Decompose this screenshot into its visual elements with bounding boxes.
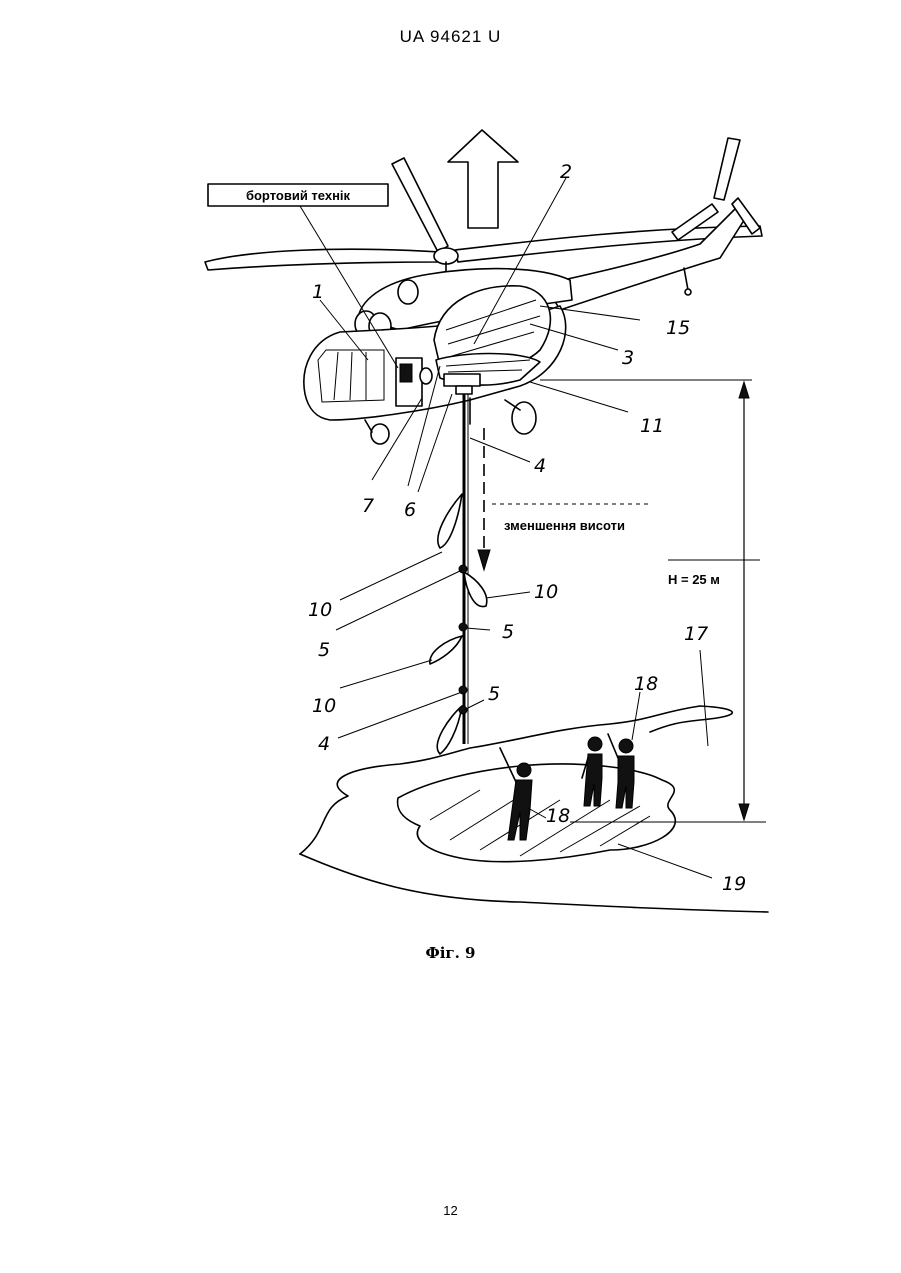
label-4-lower: 4 bbox=[318, 733, 330, 755]
survivor-3 bbox=[608, 734, 634, 808]
label-18-top: 18 bbox=[634, 673, 658, 695]
height-label: H = 25 м bbox=[668, 572, 720, 587]
label-17: 17 bbox=[684, 623, 708, 645]
figure-caption: Фіг. 9 bbox=[0, 944, 901, 962]
label-10-top: 10 bbox=[308, 599, 332, 621]
up-arrow bbox=[448, 130, 518, 228]
label-6: 6 bbox=[404, 499, 416, 521]
descent-label: зменшення висоти bbox=[504, 518, 625, 533]
label-10-bottom: 10 bbox=[312, 695, 336, 717]
label-5-left: 5 bbox=[318, 639, 330, 661]
descent-arrow: зменшення висоти bbox=[478, 428, 650, 570]
label-3: 3 bbox=[622, 347, 634, 369]
label-19: 19 bbox=[722, 873, 746, 895]
tail-boom bbox=[545, 138, 760, 310]
label-5-mid: 5 bbox=[502, 621, 514, 643]
survivor-2 bbox=[582, 737, 602, 806]
label-18-mid: 18 bbox=[546, 805, 570, 827]
label-4-upper: 4 bbox=[534, 455, 546, 477]
water-surface bbox=[300, 706, 768, 912]
label-1: 1 bbox=[312, 281, 324, 303]
height-dimension: H = 25 м bbox=[540, 380, 766, 822]
label-11: 11 bbox=[640, 415, 664, 437]
survivor-1 bbox=[500, 748, 532, 840]
label-10-right: 10 bbox=[534, 581, 558, 603]
label-2: 2 bbox=[560, 161, 572, 183]
crew-label-text: бортовий технік bbox=[246, 188, 351, 203]
label-5-right: 5 bbox=[488, 683, 500, 705]
label-7: 7 bbox=[362, 495, 374, 517]
page-number: 12 bbox=[0, 1203, 901, 1218]
rope-assembly bbox=[430, 394, 487, 754]
label-15: 15 bbox=[666, 317, 690, 339]
